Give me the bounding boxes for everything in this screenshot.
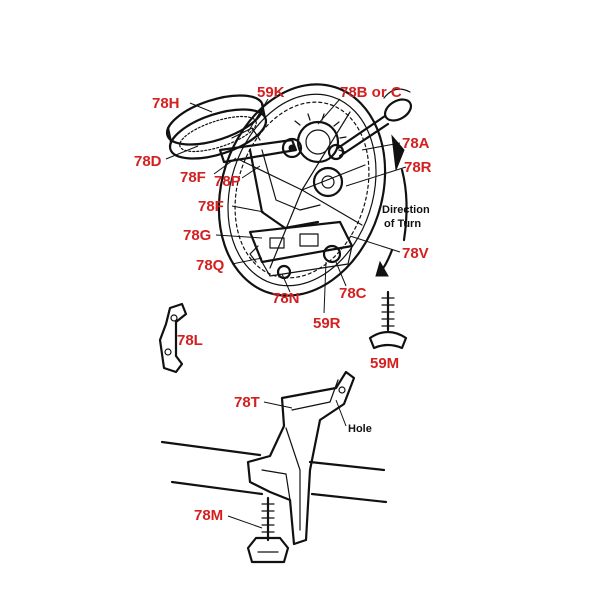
label-59M: 59M xyxy=(370,355,399,372)
arm-assembly xyxy=(218,127,321,230)
label-78F-mid: 78F xyxy=(198,198,224,215)
direction-note-line2: of Turn xyxy=(384,218,421,230)
label-78V: 78V xyxy=(402,245,429,262)
notes: Direction of Turn Hole xyxy=(348,204,430,435)
label-78A: 78A xyxy=(402,135,430,152)
label-78F-top: 78F xyxy=(180,169,206,186)
label-78M: 78M xyxy=(194,507,223,524)
label-78R: 78R xyxy=(404,159,432,176)
label-78P: 78P xyxy=(214,173,241,190)
leader-lines xyxy=(165,98,407,529)
crank-handle xyxy=(327,88,413,161)
direction-note-line1: Direction xyxy=(382,204,430,216)
clamp-screw-78M xyxy=(246,496,290,564)
label-78C: 78C xyxy=(339,285,367,302)
direction-arrow xyxy=(375,134,408,277)
label-78H: 78H xyxy=(152,95,180,112)
label-78N: 78N xyxy=(272,290,300,307)
main-assembly xyxy=(165,83,413,297)
table-edge xyxy=(160,440,388,504)
label-78D: 78D xyxy=(134,153,162,170)
lower-mechanism xyxy=(248,220,354,280)
thumb-screw-59M xyxy=(368,290,408,350)
label-59K: 59K xyxy=(257,84,285,101)
main-wheel xyxy=(217,83,387,297)
label-78T: 78T xyxy=(234,394,260,411)
label-78Q: 78Q xyxy=(196,257,225,274)
label-78G: 78G xyxy=(183,227,211,244)
clamp-base-78T xyxy=(246,370,356,546)
peeler-wheel xyxy=(165,94,268,160)
gear-cluster xyxy=(294,113,347,198)
part-labels: 78H 59K 78B or C 78A 78D 78F 78P 78R 78F… xyxy=(134,84,432,524)
bracket-78L xyxy=(158,302,188,374)
label-78B-or-C: 78B or C xyxy=(340,84,402,101)
hole-note: Hole xyxy=(348,423,372,435)
label-78L: 78L xyxy=(177,332,203,349)
label-59R: 59R xyxy=(313,315,341,332)
